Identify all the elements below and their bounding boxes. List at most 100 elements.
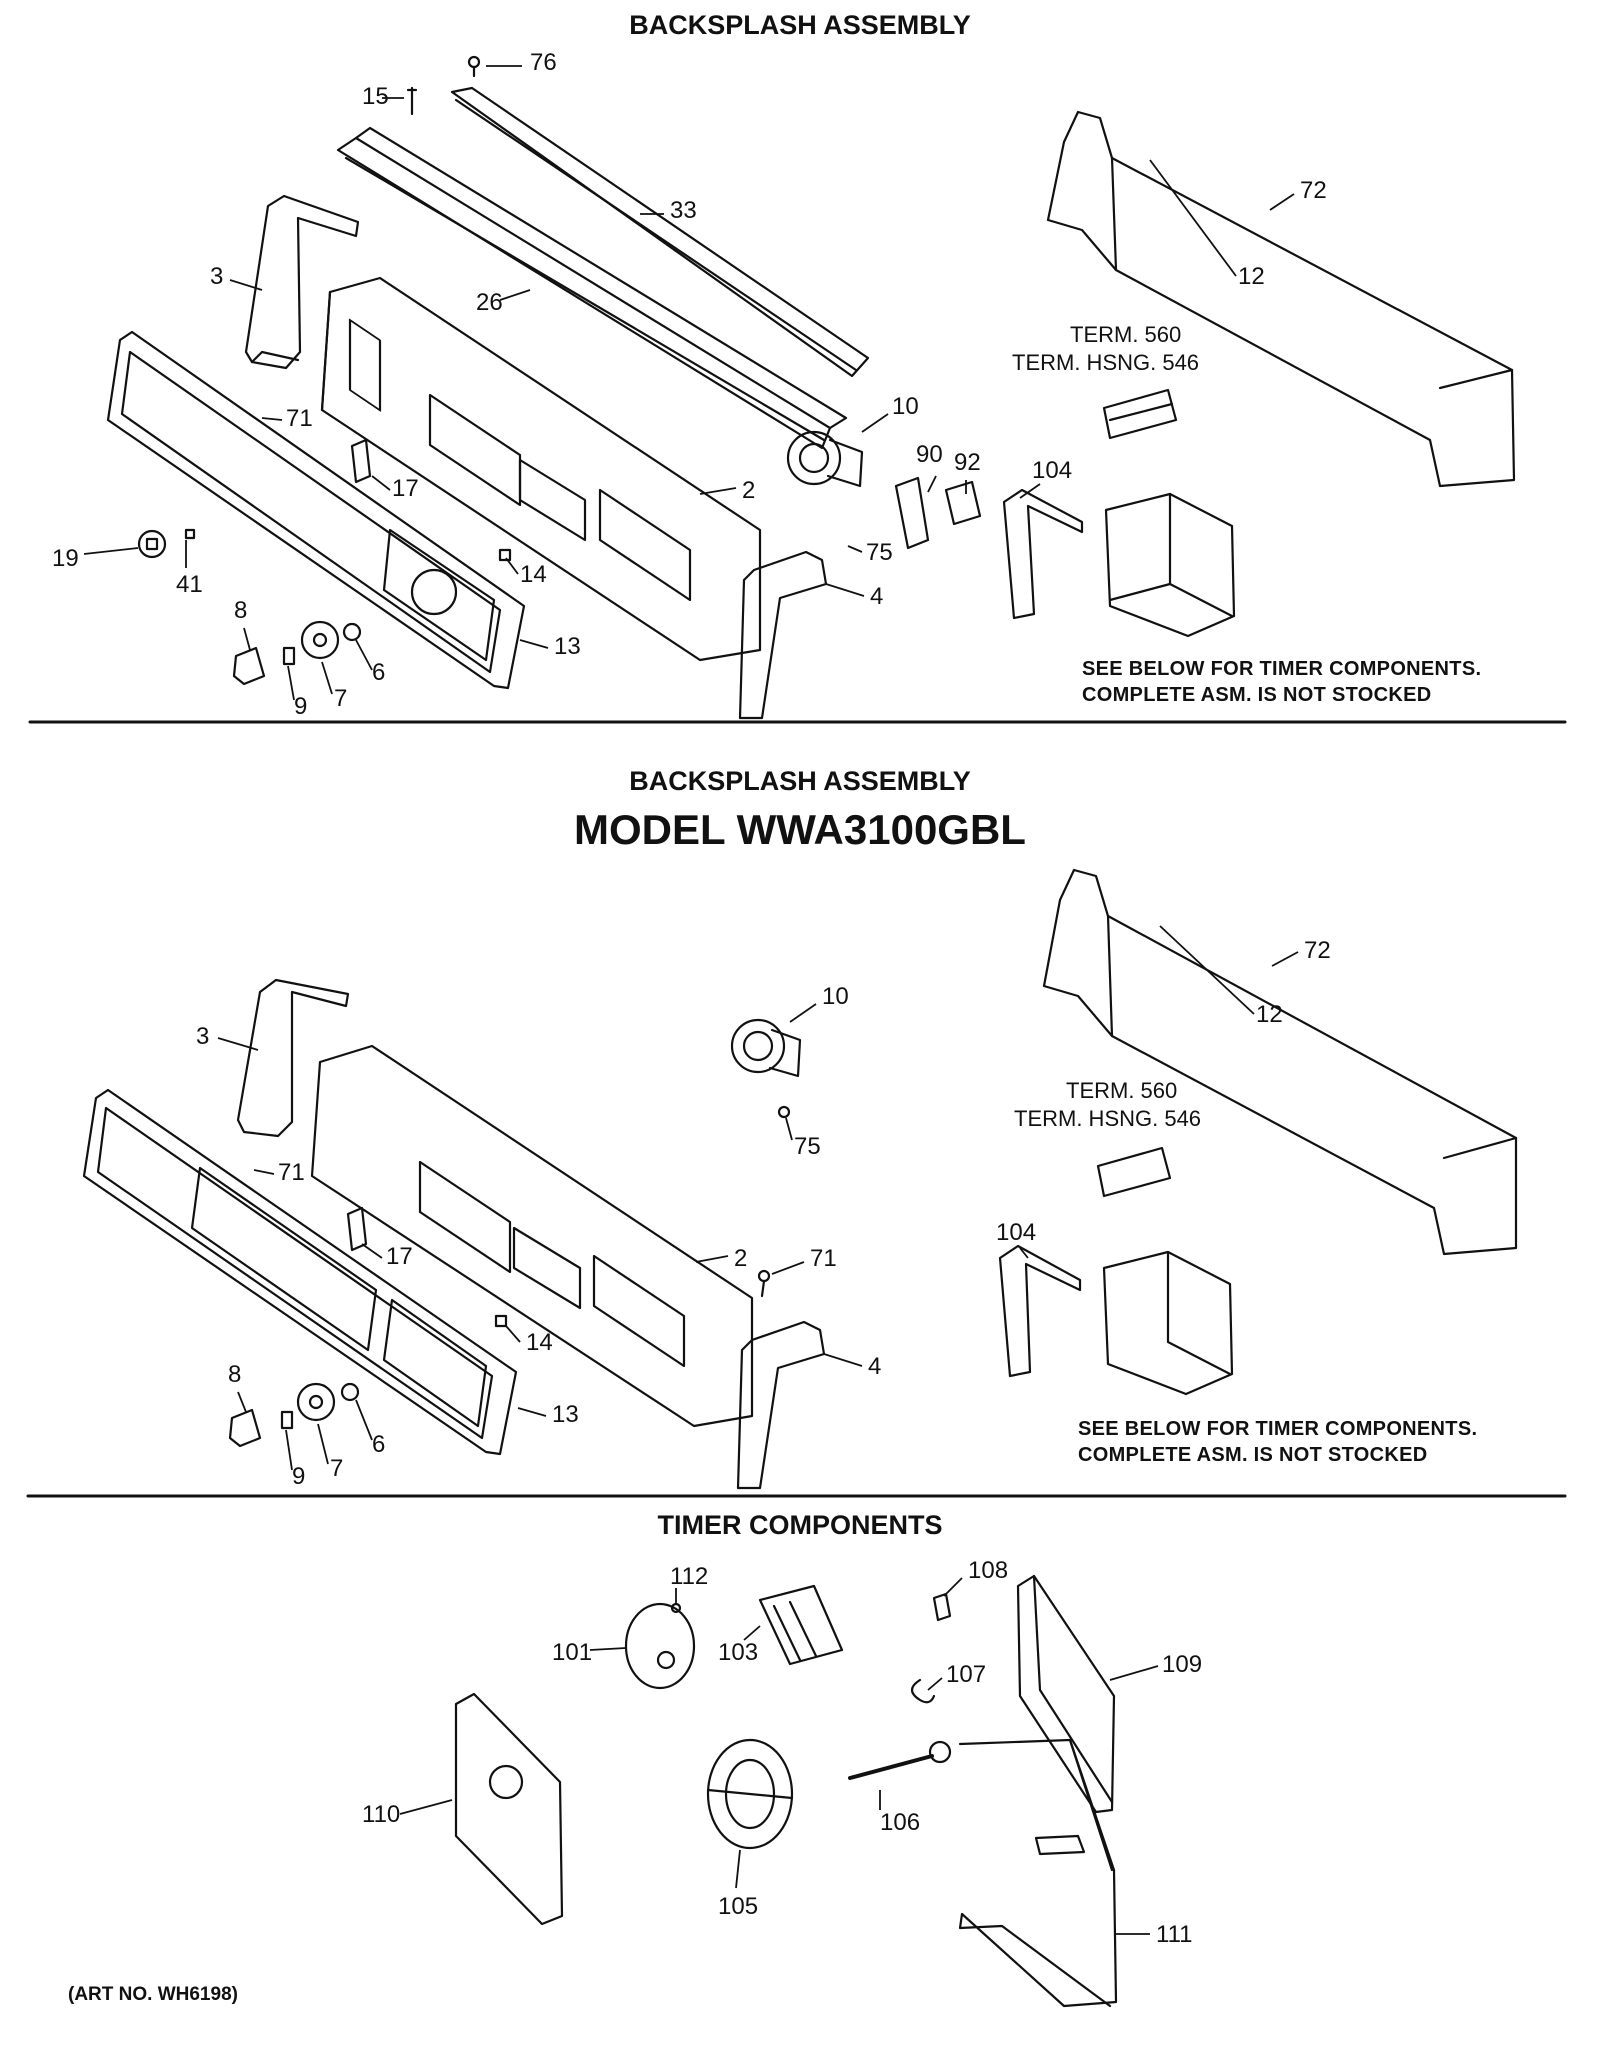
callout-number: 14 [526,1329,553,1356]
clip-part [910,1678,936,1704]
callout-number: 33 [670,197,697,224]
callout-top: 41 [176,540,203,598]
middle-term-label-2: TERM. HSNG. 546 [1014,1106,1201,1131]
top-term-label-2: TERM. HSNG. 546 [1012,350,1199,375]
callout-middle: 9 [285,1429,305,1490]
callout-number: 2 [742,477,755,504]
shaft-part [848,1740,952,1780]
callout-leader-line [1271,951,1299,967]
timer-motor-part [624,1602,696,1690]
callout-top: 3 [210,263,263,291]
callout-leader-line [1269,193,1295,211]
callout-middle: 104 [996,1219,1036,1259]
callout-number: 7 [334,685,347,712]
callout-top: 14 [505,557,547,588]
callout-number: 3 [210,263,223,290]
callout-timer: 108 [943,1557,1008,1597]
callout-number: 92 [954,449,981,476]
callout-number: 17 [386,1243,413,1270]
top-cover-part [336,126,848,450]
screw-part [467,55,481,78]
callout-leader-line [355,639,373,671]
switch-bracket-part [894,476,930,550]
callout-leader-line [237,1391,247,1413]
clip-part [280,1410,294,1430]
callout-middle: 71 [253,1159,305,1186]
cam-part [706,1738,794,1850]
callout-number: 15 [362,83,389,110]
callout-leader-line [321,661,333,695]
screw-part [406,86,418,116]
callout-top: 13 [519,633,581,660]
pressure-switch-part [786,430,864,488]
callout-leader-line [517,1407,547,1417]
callout-leader-line [355,1399,373,1441]
callout-leader-line [371,475,391,491]
callout-number: 8 [234,597,247,624]
callout-top: 33 [640,197,697,224]
callout-number: 9 [292,1463,305,1490]
screw-part [777,1105,791,1119]
middle-section-title: BACKSPLASH ASSEMBLY [629,766,971,796]
callout-top: 6 [355,639,385,686]
middle-term-label-1: TERM. 560 [1066,1078,1177,1103]
knob-part [232,646,266,686]
timer-cover-part [958,1738,1118,2008]
callout-top: 75 [847,539,893,566]
callout-number: 4 [868,1353,881,1380]
top-note-line-1: SEE BELOW FOR TIMER COMPONENTS. [1082,658,1482,680]
connector-part [758,1584,844,1666]
timer-plate-part [454,1692,564,1926]
callout-leader-line [505,1325,521,1343]
rear-bracket-part [1046,110,1516,488]
callout-leader-line [499,289,531,301]
callout-leader-line [699,487,737,495]
callout-leader-line [361,1243,383,1259]
callout-number: 72 [1300,177,1327,204]
callout-leader-line [823,1353,863,1367]
callout-leader-line [83,547,139,555]
callout-middle: 75 [785,1117,821,1160]
callout-top: 26 [476,289,531,316]
art-number: (ART NO. WH6198) [68,1984,238,2005]
callout-number: 14 [520,561,547,588]
callout-timer: 103 [718,1625,761,1666]
callout-top: 104 [1019,457,1072,499]
callout-leader-line [1109,1665,1159,1681]
callout-number: 108 [968,1557,1008,1584]
callout-number: 10 [822,983,849,1010]
callout-number: 6 [372,1431,385,1458]
end-cap-left-part [236,978,350,1138]
callout-timer: 107 [927,1661,986,1691]
callout-top: 92 [954,449,981,494]
callout-number: 12 [1256,1001,1283,1028]
rear-bracket-part [1042,868,1518,1256]
light-part [350,438,372,484]
callout-middle: 8 [228,1361,247,1413]
callout-middle: 12 [1159,925,1283,1028]
end-cap-left-part [244,194,360,370]
callout-number: 7 [330,1455,343,1482]
callout-leader-line [253,1169,275,1175]
timer-frame-part [1016,1574,1116,1814]
callout-timer: 101 [552,1639,627,1666]
callout-leader-line [285,1429,293,1471]
callout-top: 72 [1269,177,1327,211]
callout-leader-line [743,1625,761,1641]
callout-number: 4 [870,583,883,610]
callout-number: 111 [1156,1921,1192,1948]
end-cap-right-part [736,1320,826,1490]
clip-part [282,646,296,666]
top-note-line-2: COMPLETE ASM. IS NOT STOCKED [1082,684,1432,706]
callout-number: 2 [734,1245,747,1272]
callout-top: 76 [486,49,557,76]
dial-part [296,1382,336,1422]
dial-part [300,620,340,660]
callout-leader-line [847,545,863,553]
callout-number: 17 [392,475,419,502]
callout-timer: 109 [1109,1651,1202,1681]
callout-number: 109 [1162,1651,1202,1678]
callout-timer: 105 [718,1849,758,1920]
callout-timer: 106 [879,1790,920,1836]
